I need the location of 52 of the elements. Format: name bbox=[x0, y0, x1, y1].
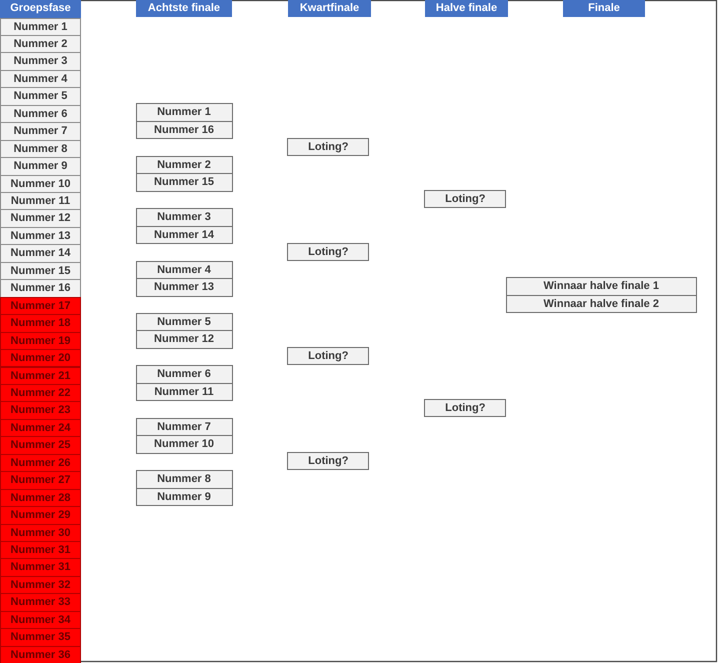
team-cell: Nummer 25 bbox=[0, 436, 81, 455]
team-cell: Nummer 9 bbox=[0, 157, 81, 176]
match-slot: Nummer 7 bbox=[136, 418, 232, 436]
match-slot: Nummer 2 bbox=[136, 156, 232, 174]
team-cell: Nummer 27 bbox=[0, 471, 81, 490]
column-header: Halve finale bbox=[425, 0, 508, 16]
match-slot: Nummer 16 bbox=[136, 120, 232, 140]
match-slot: Nummer 14 bbox=[136, 226, 232, 244]
match-slot: Nummer 8 bbox=[136, 470, 232, 489]
team-cell: Nummer 1 bbox=[0, 18, 81, 36]
match-slot: Nummer 9 bbox=[136, 488, 232, 506]
team-cell: Nummer 35 bbox=[0, 628, 81, 647]
column-header: Achtste finale bbox=[136, 0, 232, 16]
team-cell: Nummer 36 bbox=[0, 646, 81, 663]
column-header: Finale bbox=[563, 0, 645, 16]
team-cell: Nummer 31 bbox=[0, 558, 81, 577]
team-cell: Nummer 12 bbox=[0, 209, 81, 228]
team-cell: Nummer 10 bbox=[0, 174, 81, 193]
match-slot: Nummer 5 bbox=[136, 312, 232, 332]
team-cell: Nummer 11 bbox=[0, 192, 81, 210]
match-slot: Loting? bbox=[287, 452, 370, 470]
match-slot: Loting? bbox=[424, 399, 506, 418]
team-cell: Nummer 20 bbox=[0, 349, 81, 368]
match-slot: Loting? bbox=[287, 138, 370, 156]
team-cell: Nummer 33 bbox=[0, 593, 81, 612]
match-slot: Nummer 3 bbox=[136, 208, 232, 227]
team-cell: Nummer 23 bbox=[0, 401, 81, 420]
match-slot: Winnaar halve finale 1 bbox=[506, 277, 697, 296]
column-header: Kwartfinale bbox=[288, 0, 371, 16]
team-cell: Nummer 30 bbox=[0, 524, 81, 542]
match-slot: Nummer 10 bbox=[136, 435, 232, 454]
team-cell: Nummer 14 bbox=[0, 244, 81, 263]
match-slot: Nummer 11 bbox=[136, 382, 232, 402]
match-slot: Loting? bbox=[424, 190, 506, 208]
match-slot: Nummer 13 bbox=[136, 278, 232, 296]
team-cell: Nummer 7 bbox=[0, 122, 81, 141]
match-slot: Loting? bbox=[287, 242, 370, 261]
team-cell: Nummer 18 bbox=[0, 314, 81, 333]
match-slot: Nummer 1 bbox=[136, 103, 232, 122]
match-slot: Nummer 4 bbox=[136, 260, 232, 279]
match-slot: Nummer 12 bbox=[136, 330, 232, 349]
team-cell: Nummer 31 bbox=[0, 541, 81, 560]
team-cell: Nummer 29 bbox=[0, 506, 81, 525]
match-slot: Nummer 15 bbox=[136, 173, 232, 192]
team-cell: Nummer 21 bbox=[0, 366, 81, 385]
match-slot: Loting? bbox=[287, 347, 370, 366]
match-slot: Nummer 6 bbox=[136, 365, 232, 384]
team-cell: Nummer 3 bbox=[0, 52, 81, 71]
team-cell: Nummer 16 bbox=[0, 279, 81, 298]
column-header: Groepsfase bbox=[0, 0, 81, 18]
team-cell: Nummer 5 bbox=[0, 87, 81, 106]
match-slot: Winnaar halve finale 2 bbox=[506, 294, 697, 314]
